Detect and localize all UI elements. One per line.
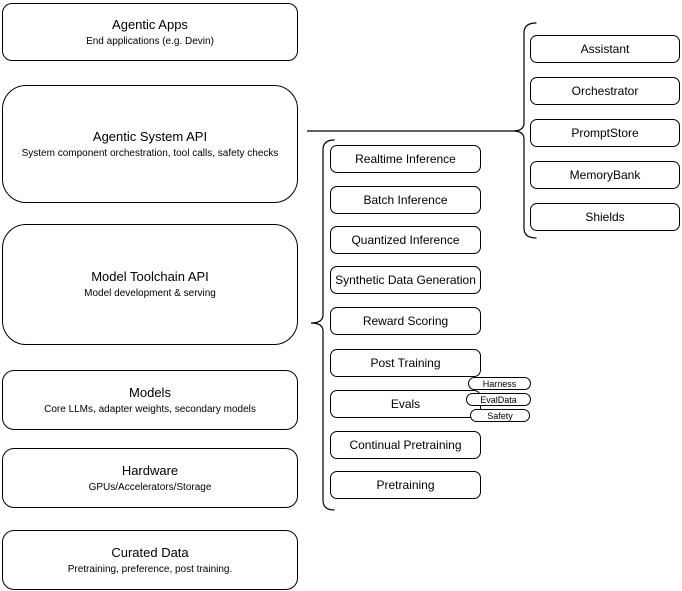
- toolchain-item-synthetic-data-generation: Synthetic Data Generation: [330, 266, 481, 294]
- node-models: Models Core LLMs, adapter weights, secon…: [2, 370, 298, 430]
- toolchain-item-continual-pretraining: Continual Pretraining: [330, 431, 481, 459]
- toolchain-item-pretraining: Pretraining: [330, 471, 481, 499]
- eval-tag-safety: Safety: [470, 409, 530, 422]
- toolchain-item-realtime-inference: Realtime Inference: [330, 145, 481, 173]
- node-title: Models: [129, 384, 171, 400]
- toolchain-item-quantized-inference: Quantized Inference: [330, 226, 481, 254]
- brace-toolchain-group: [310, 139, 335, 511]
- component-memorybank: MemoryBank: [530, 161, 680, 189]
- node-title: Agentic Apps: [112, 16, 188, 32]
- eval-tag-evaldata: EvalData: [466, 393, 531, 406]
- node-curated-data: Curated Data Pretraining, preference, po…: [2, 530, 298, 590]
- node-subtitle: GPUs/Accelerators/Storage: [88, 481, 212, 493]
- eval-tag-harness: Harness: [468, 377, 531, 390]
- toolchain-item-reward-scoring: Reward Scoring: [330, 307, 481, 335]
- node-subtitle: Pretraining, preference, post training.: [67, 563, 233, 575]
- component-orchestrator: Orchestrator: [530, 77, 680, 105]
- component-shields: Shields: [530, 203, 680, 231]
- node-title: Agentic System API: [92, 128, 208, 144]
- node-subtitle: End applications (e.g. Devin): [86, 35, 214, 47]
- node-agentic-system-api: Agentic System API System component orch…: [2, 85, 298, 203]
- toolchain-item-post-training: Post Training: [330, 349, 481, 377]
- node-model-toolchain-api: Model Toolchain API Model development & …: [2, 224, 298, 345]
- node-subtitle: Model development & serving: [84, 288, 216, 299]
- component-promptstore: PromptStore: [530, 119, 680, 147]
- node-agentic-apps: Agentic Apps End applications (e.g. Devi…: [2, 3, 298, 61]
- toolchain-item-batch-inference: Batch Inference: [330, 186, 481, 214]
- node-title: Model Toolchain API: [91, 269, 209, 284]
- component-assistant: Assistant: [530, 35, 680, 63]
- node-title: Hardware: [121, 462, 179, 478]
- node-subtitle: System component orchestration, tool cal…: [21, 147, 279, 159]
- node-hardware: Hardware GPUs/Accelerators/Storage: [2, 448, 298, 508]
- toolchain-item-evals: Evals: [330, 390, 481, 418]
- node-subtitle: Core LLMs, adapter weights, secondary mo…: [44, 403, 256, 415]
- brace-components-group: [512, 22, 537, 239]
- node-title: Curated Data: [111, 544, 189, 560]
